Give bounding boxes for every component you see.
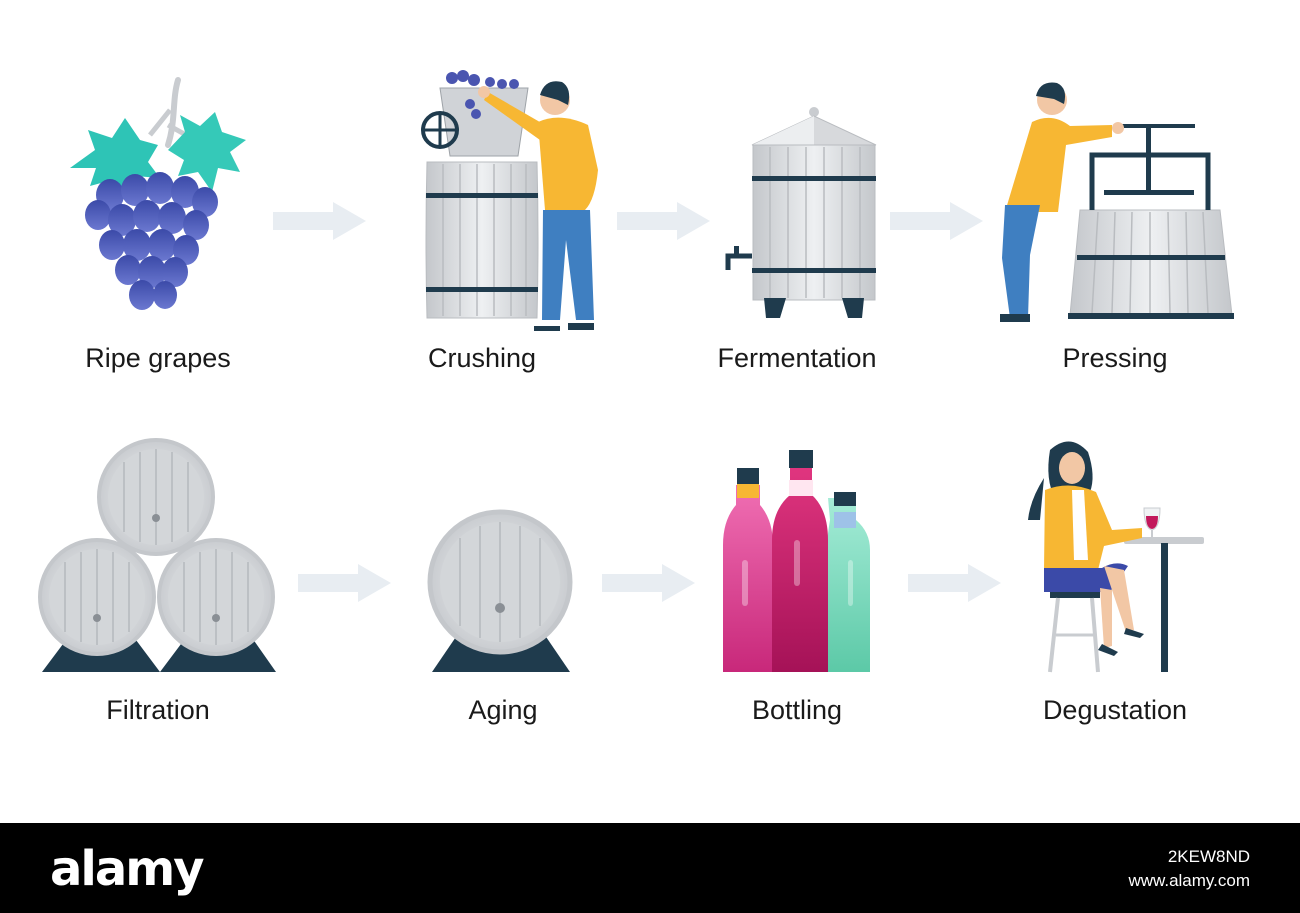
- step-label-pressing: Pressing: [1062, 343, 1168, 373]
- arrow-right-icon: [602, 564, 695, 602]
- image-id-block: 2KEW8ND www.alamy.com: [1128, 845, 1250, 893]
- arrow-right-icon: [273, 202, 366, 240]
- arrow-right-icon: [908, 564, 1001, 602]
- arrow-right-icon: [298, 564, 391, 602]
- arrow-right-icon: [617, 202, 710, 240]
- wine-bottles-icon: [723, 450, 870, 672]
- step-label-crushing: Crushing: [427, 343, 537, 373]
- fermentation-tank-icon: [725, 107, 877, 318]
- watermark-footer: alamy 2KEW8ND www.alamy.com: [0, 823, 1300, 913]
- crusher-icon: [421, 70, 539, 319]
- step-label-bottling: Bottling: [751, 695, 843, 725]
- tasting-woman-icon: [1028, 441, 1204, 673]
- worker-icon: [1000, 82, 1124, 322]
- site-url: www.alamy.com: [1128, 871, 1250, 890]
- barrel-stack-icon: [38, 438, 276, 672]
- step-label-fermentation: Fermentation: [717, 343, 877, 373]
- step-label-degustation: Degustation: [1042, 695, 1188, 725]
- step-label-filtration: Filtration: [106, 695, 210, 725]
- winemaking-diagram: Ripe grapes Crushing Fermentation Pressi…: [38, 70, 1234, 725]
- illustrations: [38, 70, 1234, 673]
- brand-logo: alamy: [50, 841, 205, 897]
- worker-icon: [478, 81, 598, 331]
- arrow-right-icon: [890, 202, 983, 240]
- step-label-aging: Aging: [468, 695, 538, 725]
- step-label-ripe-grapes: Ripe grapes: [85, 343, 231, 373]
- image-id: 2KEW8ND: [1167, 847, 1250, 866]
- barrel-icon: [427, 509, 573, 672]
- grape-bunch-icon: [70, 77, 246, 310]
- wine-press-icon: [1068, 124, 1234, 319]
